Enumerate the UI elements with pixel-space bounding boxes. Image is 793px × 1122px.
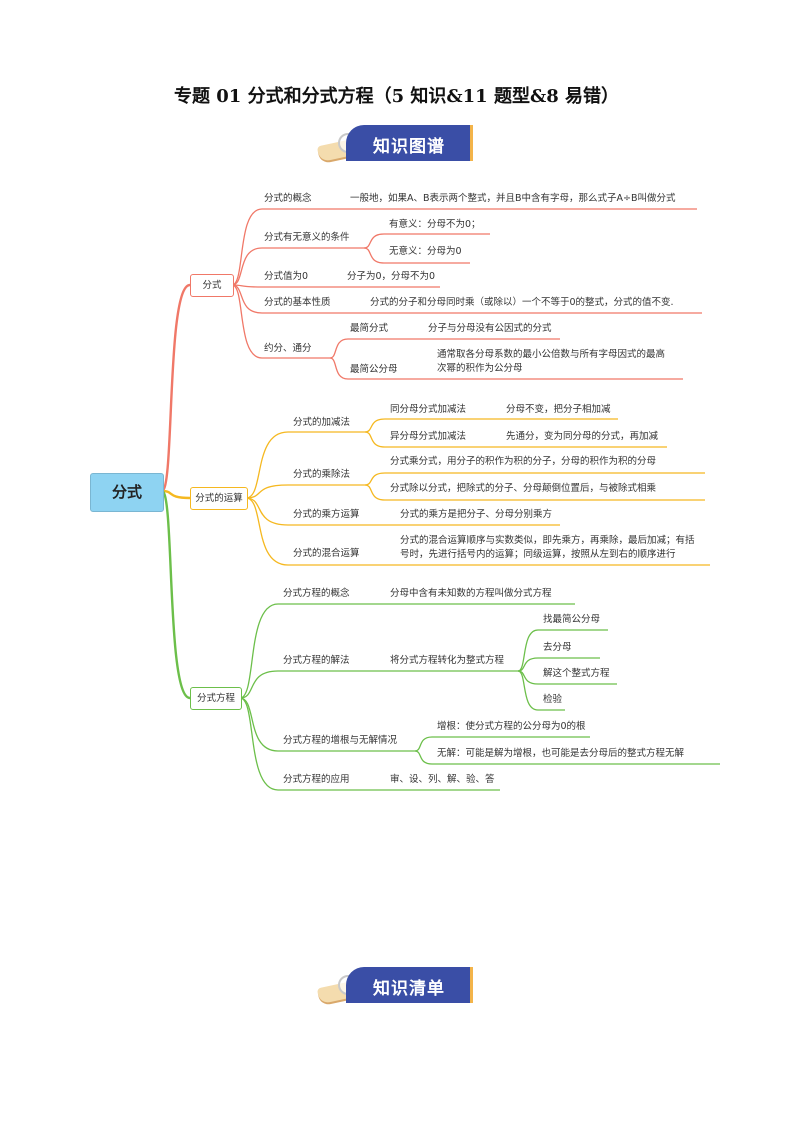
badge-label: 知识图谱 [373,137,445,157]
connector-line [239,670,518,699]
connector-line [161,489,191,500]
page-title: 专题 01 分式和分式方程（5 知识&11 题型&8 易错） [174,86,619,107]
node-content: 分母不变，把分子相加减 [506,404,611,415]
node-content: 分式除以分式，把除式的分子、分母颠倒位置后，与被除式相乘 [390,483,657,494]
connector-line [239,697,415,752]
connector-line [517,629,608,672]
connector-line [231,284,702,314]
connector-line [231,284,330,359]
node-content: 有意义：分母不为0； [389,219,481,230]
node-label: 分式的乘方运算 [293,509,360,520]
node-content: 分式的分子和分母同时乘（或除以）一个不等于0的整式，分式的值不变. [370,297,674,308]
node-label: 分式方程的概念 [283,588,350,599]
step-item: 找最简公分母 [543,614,601,625]
node-label: 分式方程的增根与无解情况 [283,735,398,746]
node-content: 分式的乘方是把分子、分母分别乘方 [400,509,553,520]
node-content: 无解：可能是解为增根，也可能是去分母后的整式方程无解 [437,748,685,759]
node-label: 同分母分式加减法 [390,404,467,415]
node-content: 通常取各分母系数的最小公倍数与所有字母因式的最高 [437,349,666,360]
node-content: 分母中含有未知数的方程叫做分式方程 [390,588,552,599]
node-label: 约分、通分 [264,343,312,354]
connector-line [231,247,364,286]
node-label: 异分母分式加减法 [390,431,467,442]
section-badge-knowledge-list: 知识清单 [316,967,474,1005]
step-item: 解这个整式方程 [543,668,610,679]
node-label: 分式值为0 [264,271,309,282]
connector-line [517,657,600,672]
node-label: 最简分式 [350,323,389,334]
node-content: 号时，先进行括号内的运算；同级运算，按照从左到右的顺序进行 [400,549,676,560]
node-label: 分式的加减法 [293,417,351,428]
connector-line [364,484,705,501]
connector-line [245,497,560,526]
node-content: 次幂的积作为公分母 [437,363,523,374]
node-content: 分子为0，分母不为0 [347,271,436,282]
node-label: 最简公分母 [350,364,398,375]
node-label: 分式的混合运算 [293,548,360,559]
badge-label: 知识清单 [373,979,445,999]
connector-line [364,418,618,433]
node-content: 无意义：分母为0 [389,246,462,257]
connector-line [517,670,565,711]
connector-line [245,431,365,499]
connector-line [160,489,191,700]
node-content: 增根：使分式方程的公分母为0的根 [437,721,586,732]
connector-line [160,283,191,493]
connector-line [245,497,710,566]
node-content: 先通分，变为同分母的分式，再加减 [506,431,659,442]
connector-line [363,247,470,264]
connector-line [414,736,590,752]
node-label: 分式的乘除法 [293,469,351,480]
connector-line [231,284,440,288]
connector-line [239,697,500,791]
node-label: 分式有无意义的条件 [264,232,350,243]
branch-equation: 分式方程 [190,687,242,710]
node-content: 将分式方程转化为整式方程 [390,655,505,666]
node-label: 分式方程的解法 [283,655,350,666]
node-label: 分式方程的应用 [283,774,350,785]
node-content: 分式的混合运算顺序与实数类似，即先乘方，再乘除，最后加减；有括 [400,535,695,546]
node-content: 分式乘分式，用分子的积作为积的分子，分母的积作为积的分母 [390,456,657,467]
connector-line [364,431,667,448]
connector-line [364,472,705,486]
node-label: 分式的概念 [264,193,312,204]
node-content: 一般地，如果A、B表示两个整式，并且B中含有字母，那么式子A÷B叫做分式 [350,193,676,204]
step-item: 去分母 [543,642,572,653]
connector-line [329,338,560,359]
connector-line [245,484,365,499]
branch-operations: 分式的运算 [190,487,248,510]
node-label: 分式的基本性质 [264,297,331,308]
section-badge-knowledge-map: 知识图谱 [316,125,474,163]
node-content: 审、设、列、解、验、答 [390,774,495,785]
connector-line [363,233,490,249]
connector-line [239,603,575,699]
mindmap-root: 分式 [90,473,164,512]
connector-line [414,750,720,765]
branch-fraction: 分式 [190,274,234,297]
node-content: 分子与分母没有公因式的分式 [428,323,552,334]
step-item: 检验 [543,694,563,705]
connector-line [329,357,683,380]
connector-line [231,208,697,286]
